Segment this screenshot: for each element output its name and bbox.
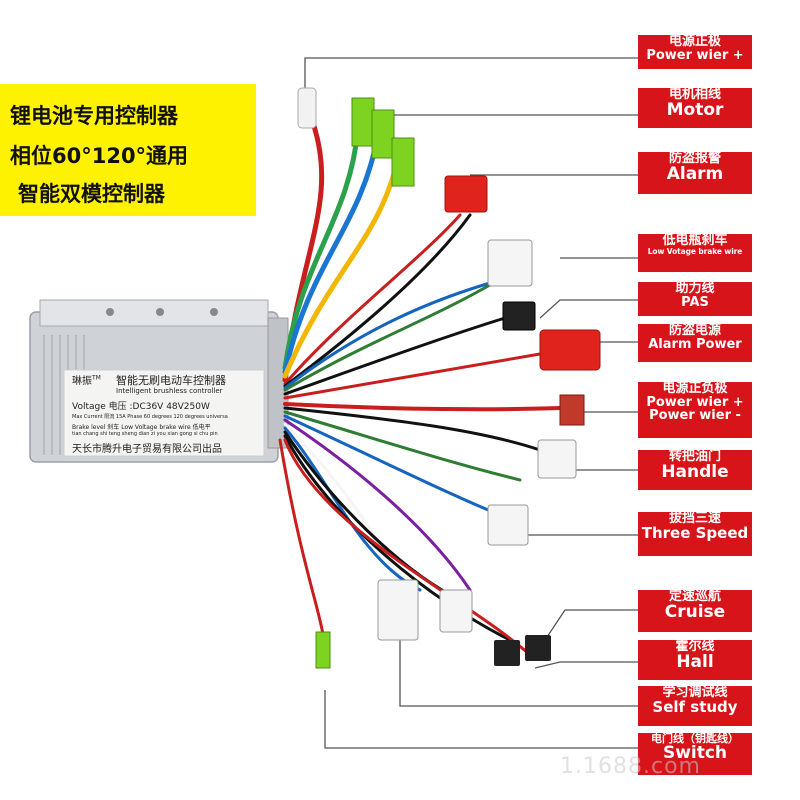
- leader-lines: [304, 57, 638, 749]
- label-pas: 助力线 PAS: [638, 282, 752, 316]
- controller-brand: 琳振TM: [72, 374, 101, 387]
- label-zh: 拔挡三速: [668, 512, 721, 526]
- label-zh: 电机相线: [668, 88, 721, 102]
- controller-title-cn: 智能无刷电动车控制器: [116, 374, 226, 387]
- controller-maker: 天长市腾升电子贸易有限公司出品: [72, 444, 222, 455]
- label-en: Power wier +: [646, 47, 744, 63]
- label-motor: 电机相线 Motor: [638, 88, 752, 128]
- label-zh: 电源正极: [668, 35, 721, 49]
- label-alarm: 防盗报警 Alarm: [638, 152, 752, 194]
- label-self-study: 学习调试线 Self study: [638, 686, 752, 726]
- promo-banner: 锂电池专用控制器 相位60°120°通用 智能双模控制器: [0, 84, 256, 216]
- label-zh: 定速巡航: [668, 590, 721, 604]
- label-zh: 低电瓶刹车: [662, 234, 728, 248]
- controller-spec-1: Max Current 限流 15A Phase 60 degrees 120 …: [72, 414, 228, 420]
- controller-spec-3: tian chang shi teng sheng dian zi you xi…: [72, 431, 218, 437]
- label-alarm-power: 防盗电源 Alarm Power: [638, 324, 752, 362]
- label-en: Handle: [661, 461, 729, 482]
- label-zh: 防盗电源: [668, 324, 721, 338]
- promo-line-1: 锂电池专用控制器: [10, 104, 178, 128]
- label-en: Switch: [662, 742, 728, 763]
- label-power-positive-negative: 电源正负极 Power wier + Power wier -: [638, 382, 752, 438]
- controller-box: [29, 299, 289, 463]
- label-en: Motor: [666, 99, 724, 120]
- connectors: [297, 87, 601, 669]
- label-hall: 霍尔线 Hall: [638, 640, 752, 680]
- label-low-voltage-brake: 低电瓶刹车 Low Votage brake wire: [638, 234, 752, 272]
- promo-line-3: 智能双模控制器: [18, 182, 165, 206]
- label-zh: 转把油门: [668, 450, 721, 464]
- label-power-positive: 电源正极 Power wier +: [638, 35, 752, 69]
- label-zh: 学习调试线: [662, 686, 728, 700]
- label-zh: 电源正负极: [662, 382, 728, 396]
- controller-spec-2: Brake level 刹车 Low Voltage brake wire 低电…: [72, 424, 211, 431]
- label-cruise: 定速巡航 Cruise: [638, 590, 752, 632]
- label-en: Cruise: [664, 601, 726, 622]
- label-zh: 电门线（钥匙线）: [651, 733, 739, 745]
- label-zh: 防盗报警: [668, 152, 721, 166]
- label-zh: 助力线: [675, 282, 715, 296]
- controller-title-en: Intelligent brushless controller: [116, 387, 223, 395]
- label-en: Power wier +: [646, 394, 744, 410]
- label-en-2: Power wier -: [649, 408, 741, 424]
- label-en: Alarm: [666, 163, 724, 184]
- label-handle: 转把油门 Handle: [638, 450, 752, 490]
- label-en: Low Votage brake wire: [647, 246, 743, 256]
- label-en: Hall: [676, 651, 714, 672]
- controller-voltage: Voltage 电压 :DC36V 48V250W: [72, 402, 210, 412]
- promo-line-2: 相位60°120°通用: [10, 144, 189, 168]
- label-en: Three Speed: [641, 523, 749, 542]
- label-three-speed: 拔挡三速 Three Speed: [638, 512, 752, 556]
- label-zh: 霍尔线: [675, 640, 715, 654]
- label-en: Self study: [652, 697, 738, 716]
- label-en: PAS: [681, 294, 709, 310]
- watermark: 1.1688.com: [560, 754, 701, 779]
- label-switch: 电门线（钥匙线） Switch: [638, 733, 752, 775]
- label-en: Alarm Power: [648, 336, 742, 352]
